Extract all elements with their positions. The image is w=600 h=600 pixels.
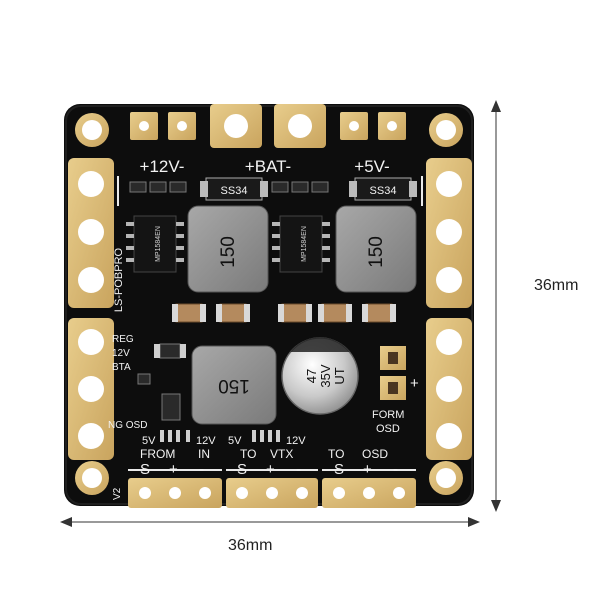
height-label: 36mm [534,277,578,294]
label-plus-1: + [169,461,178,478]
label-to-vtx: TO [240,447,256,461]
ic-marking: MP1584EN [301,226,308,262]
dimension-width: 36mm [60,517,480,554]
label-reg: REG [112,334,134,345]
label-minus-3: - [393,461,398,478]
label-in: IN [198,447,210,461]
label-minus-1: - [199,461,204,478]
label-ng-osd: NG OSD [108,420,147,431]
diode-marking: SS34 [370,185,397,197]
diode-marking: SS34 [221,185,248,197]
bottom-pads [128,478,416,508]
inductor-marking: 150 [366,236,387,268]
left-pads [68,158,114,460]
label-form: FORM [372,409,404,421]
label-plus-3: + [363,461,372,478]
label-from: FROM [140,447,175,461]
inductor-left: 150 [187,205,269,293]
diode-ss34-right: SS34 [349,177,417,201]
ic-right: MP1584EN [272,215,330,273]
label-bta: BTA [112,362,131,373]
inductor-right: 150 [335,205,417,293]
label-vtx: VTX [270,447,293,461]
label-form-osd: OSD [376,423,400,435]
label-to-osd: TO [328,447,344,461]
mounting-holes [75,113,463,495]
label-12v-a: 12V [196,435,216,447]
electrolytic-capacitor: 47 35V UT [281,337,359,415]
capacitor-series: UT [332,367,347,384]
capacitor-value: 47 [304,369,319,383]
right-pads [426,158,472,460]
label-plus-2: + [266,461,275,478]
label-12v-b: 12V [286,435,306,447]
label-osd: OSD [362,447,388,461]
label-s-2: S [237,461,247,478]
label-bat: +BAT- [245,157,291,176]
label-reg-12v: 12V [112,348,130,359]
diode-ss34-left: SS34 [200,177,268,201]
label-form-plus: + [410,375,419,392]
inductor-bottom: 150 [191,345,277,425]
dimension-height: 36mm [491,100,578,512]
form-osd-pads [380,346,406,400]
label-s-3: S [334,461,344,478]
smd-capacitors [172,303,396,323]
label-5v: +5V- [354,157,389,176]
width-label: 36mm [228,537,272,554]
label-model: LS-POBPRO [113,247,125,312]
label-5v-b: 5V [228,435,242,447]
label-s-1: S [140,461,150,478]
ic-marking: MP1584EN [155,226,162,262]
ic-left: MP1584EN [126,215,184,273]
label-v2: V2 [112,487,123,500]
label-12v: +12V- [140,157,185,176]
label-5v-a: 5V [142,435,156,447]
capacitor-voltage: 35V [318,364,333,387]
silkscreen: +12V- +BAT- +5V- LS-POBPRO REG 12V BTA N… [108,157,419,500]
label-minus-2: - [296,461,301,478]
inductor-marking: 150 [218,236,239,268]
inductor-marking: 150 [218,375,250,396]
